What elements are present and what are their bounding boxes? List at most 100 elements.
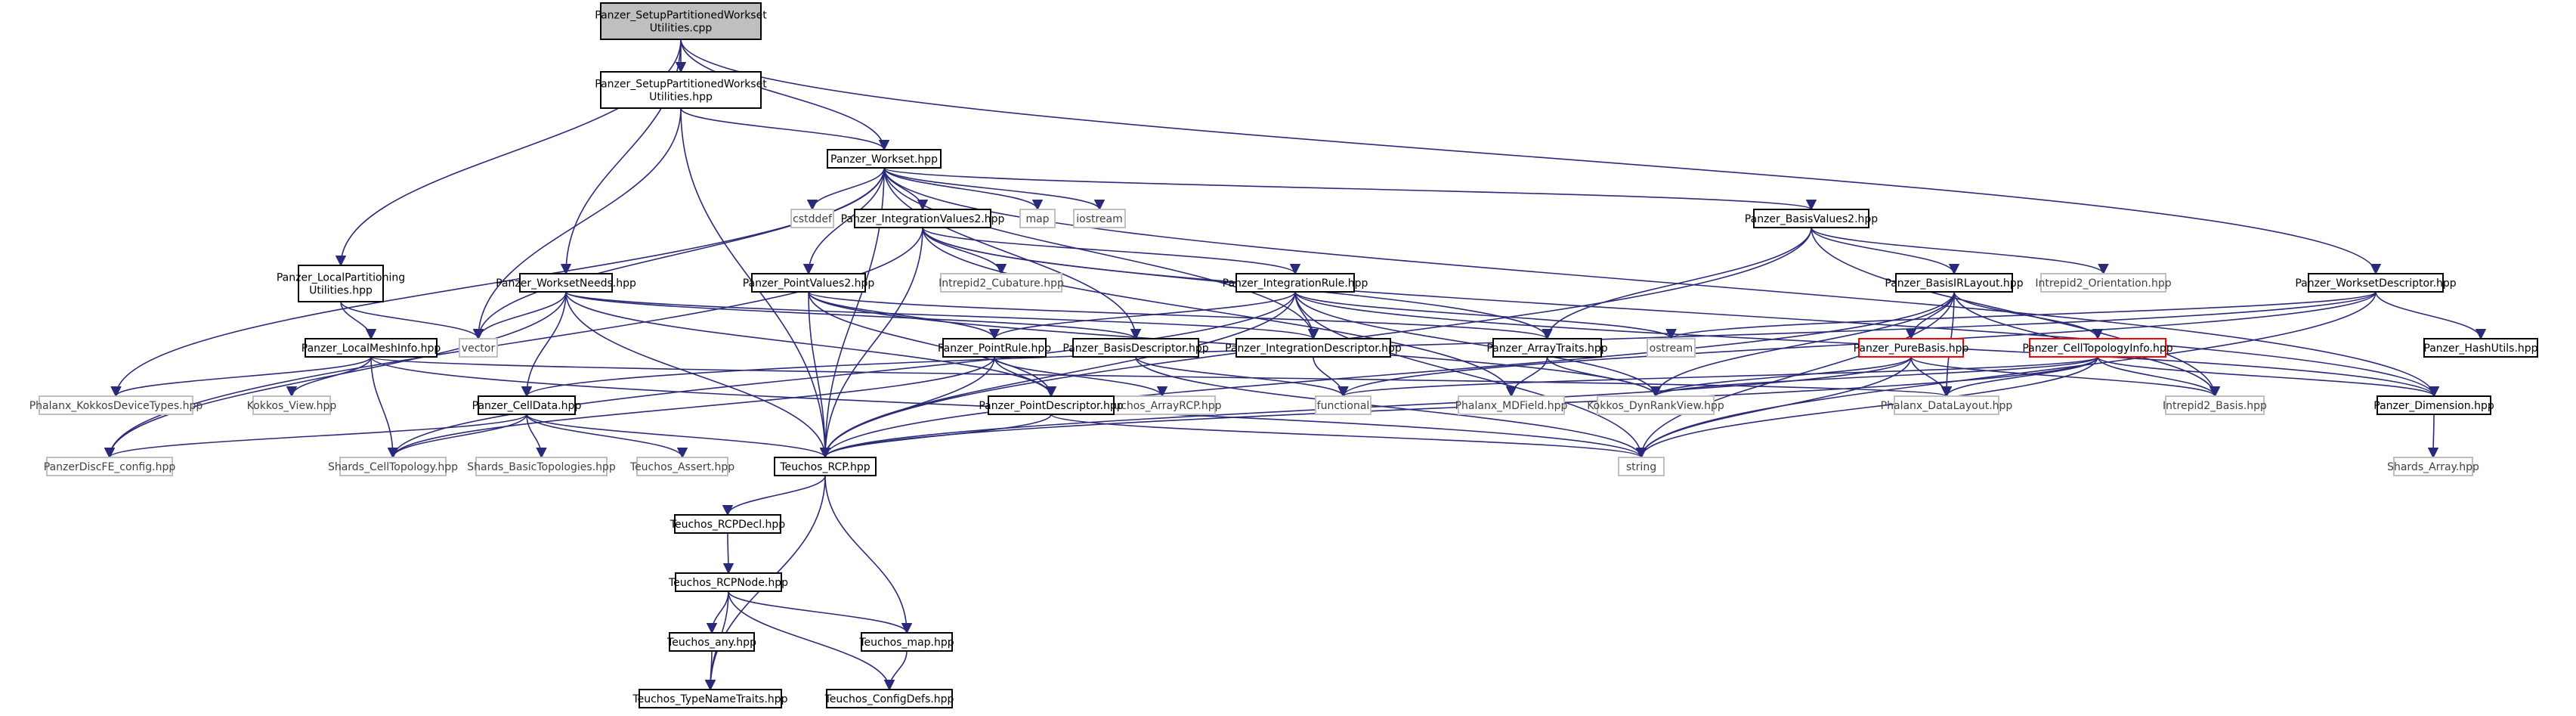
node-ctopo[interactable]: Panzer_CellTopologyInfo.hpp xyxy=(2022,338,2173,358)
node-shards_ct-box xyxy=(339,457,447,476)
edge-workset-to-kokkos_dev xyxy=(110,167,885,398)
edge-birlayout-to-rcp xyxy=(819,291,1955,459)
node-shards_arr[interactable]: Shards_Array.hpp xyxy=(2387,457,2479,476)
node-shards_bt-box xyxy=(475,457,608,476)
node-mdfield-label: Phalanx_MDField.hpp xyxy=(1455,400,1568,412)
node-workset[interactable]: Panzer_Workset.hpp xyxy=(827,149,942,169)
node-dlayout[interactable]: Phalanx_DataLayout.hpp xyxy=(1881,395,2013,415)
node-wneeds[interactable]: Panzer_WorksetNeeds.hpp xyxy=(496,273,636,293)
edge-spwu_hpp-to-vector xyxy=(472,107,682,340)
edge-dimension-to-shards_arr xyxy=(2427,414,2439,459)
edge-ivalues2-to-irule xyxy=(922,227,1300,275)
edge-wdesc-to-string xyxy=(1635,291,2377,459)
node-idesc[interactable]: Panzer_IntegrationDescriptor.hpp xyxy=(1225,338,1402,358)
node-irule-box xyxy=(1235,273,1355,293)
node-shards_ct-label: Shards_CellTopology.hpp xyxy=(328,461,458,473)
node-kokkos_dev-label: Phalanx_KokkosDeviceTypes.hpp xyxy=(29,400,203,412)
node-mdfield[interactable]: Phalanx_MDField.hpp xyxy=(1455,395,1568,415)
node-pvalues2[interactable]: Panzer_PointValues2.hpp xyxy=(743,273,875,293)
node-string[interactable]: string xyxy=(1618,457,1665,476)
node-wdesc[interactable]: Panzer_WorksetDescriptor.hpp xyxy=(2295,273,2457,293)
node-iostream[interactable]: iostream xyxy=(1073,209,1126,228)
node-orientation-label: Intrepid2_Orientation.hpp xyxy=(2035,277,2171,290)
node-functional-box xyxy=(1315,395,1371,415)
node-typename[interactable]: Teuchos_TypeNameTraits.hpp xyxy=(632,689,788,708)
node-kokkos_view[interactable]: Kokkos_View.hpp xyxy=(247,395,337,415)
node-typename-box xyxy=(639,689,782,708)
node-atraits[interactable]: Panzer_ArrayTraits.hpp xyxy=(1486,338,1608,358)
node-shards_ct[interactable]: Shards_CellTopology.hpp xyxy=(328,457,458,476)
node-ivalues2[interactable]: Panzer_IntegrationValues2.hpp xyxy=(841,209,1005,228)
node-ivalues2-box xyxy=(854,209,991,228)
node-celldata[interactable]: Panzer_CellData.hpp xyxy=(472,395,582,415)
edge-celldata-to-rcp xyxy=(526,414,830,459)
node-pvalues2-box xyxy=(751,273,866,293)
node-shards_bt[interactable]: Shards_BasicTopologies.hpp xyxy=(467,457,616,476)
node-tany[interactable]: Teuchos_any.hpp xyxy=(666,632,756,652)
edge-bvalues2-to-atraits xyxy=(1542,227,1812,340)
node-bdesc-label: Panzer_BasisDescriptor.hpp xyxy=(1062,343,1208,355)
node-dimension[interactable]: Panzer_Dimension.hpp xyxy=(2373,395,2494,415)
node-tassert[interactable]: Teuchos_Assert.hpp xyxy=(629,457,734,476)
node-cstddef[interactable]: cstddef xyxy=(790,209,834,228)
node-bdesc[interactable]: Panzer_BasisDescriptor.hpp xyxy=(1062,338,1209,358)
node-i2basis-box xyxy=(2165,395,2265,415)
node-mdfield-box xyxy=(1458,395,1565,415)
node-configdefs-box xyxy=(826,689,953,708)
node-kokkos_dev[interactable]: Phalanx_KokkosDeviceTypes.hpp xyxy=(29,395,203,415)
node-idesc-box xyxy=(1235,338,1391,358)
edge-rcp-to-tmap xyxy=(824,475,913,634)
node-discfe[interactable]: PanzerDiscFE_config.hpp xyxy=(44,457,176,476)
node-irule[interactable]: Panzer_IntegrationRule.hpp xyxy=(1223,273,1368,293)
edge-irule-to-string xyxy=(1294,291,1647,459)
node-cubature-box xyxy=(940,273,1062,293)
node-rcpnode[interactable]: Teuchos_RCPNode.hpp xyxy=(668,572,788,592)
edge-ctopo-to-dlayout xyxy=(1941,356,2098,398)
node-vector[interactable]: vector xyxy=(459,338,498,358)
edge-celldata-to-shards_ct xyxy=(387,414,527,459)
node-prule[interactable]: Panzer_PointRule.hpp xyxy=(938,338,1051,358)
edge-prule-to-rcp xyxy=(819,356,995,459)
node-root-label: Panzer_SetupPartitionedWorkset xyxy=(595,10,767,22)
edge-ctopo-to-string xyxy=(1635,356,2098,459)
edge-rcpnode-to-tany xyxy=(706,590,729,634)
node-rcp[interactable]: Teuchos_RCP.hpp xyxy=(774,457,877,476)
node-pvalues2-label: Panzer_PointValues2.hpp xyxy=(743,277,875,290)
edge-irule-to-prule xyxy=(988,291,1296,340)
node-iostream-box xyxy=(1073,209,1126,228)
node-dynrank-box xyxy=(1597,395,1715,415)
edge-purebasis-to-dynrank xyxy=(1650,356,1912,398)
node-cstddef-box xyxy=(790,209,834,228)
node-dynrank[interactable]: Kokkos_DynRankView.hpp xyxy=(1587,395,1724,415)
edge-prule-to-arcp xyxy=(994,356,1168,398)
node-birlayout-box xyxy=(1895,273,2013,293)
node-spwu_hpp[interactable]: Panzer_SetupPartitionedWorksetUtilities.… xyxy=(595,71,767,109)
node-i2basis[interactable]: Intrepid2_Basis.hpp xyxy=(2163,395,2267,415)
node-configdefs[interactable]: Teuchos_ConfigDefs.hpp xyxy=(824,689,954,708)
node-ostream[interactable]: ostream xyxy=(1647,338,1696,358)
node-kokkos_view-box xyxy=(252,395,331,415)
node-bvalues2[interactable]: Panzer_BasisValues2.hpp xyxy=(1745,209,1879,228)
node-rcpdecl[interactable]: Teuchos_RCPDecl.hpp xyxy=(670,514,786,534)
node-pdesc[interactable]: Panzer_PointDescriptor.hpp xyxy=(979,395,1124,415)
node-cubature[interactable]: Intrepid2_Cubature.hpp xyxy=(939,273,1064,293)
node-hashutils[interactable]: Panzer_HashUtils.hpp xyxy=(2423,338,2538,358)
node-birlayout[interactable]: Panzer_BasisIRLayout.hpp xyxy=(1885,273,2024,293)
edge-idesc-to-functional xyxy=(1313,356,1349,398)
node-pdesc-label: Panzer_PointDescriptor.hpp xyxy=(979,400,1123,412)
node-lmi[interactable]: Panzer_LocalMeshInfo.hpp xyxy=(302,338,441,358)
node-tmap[interactable]: Teuchos_map.hpp xyxy=(858,632,954,652)
node-orientation[interactable]: Intrepid2_Orientation.hpp xyxy=(2035,273,2172,293)
node-map[interactable]: map xyxy=(1019,209,1056,228)
edge-workset-to-iostream xyxy=(883,167,1106,211)
edge-irule-to-ostream xyxy=(1294,291,1677,340)
node-rcpdecl-label: Teuchos_RCPDecl.hpp xyxy=(670,519,786,531)
node-lmi-label: Panzer_LocalMeshInfo.hpp xyxy=(302,343,441,355)
node-functional[interactable]: functional xyxy=(1315,395,1371,415)
node-arcp[interactable]: Teuchos_ArrayRCP.hpp xyxy=(1102,395,1222,415)
node-purebasis[interactable]: Panzer_PureBasis.hpp xyxy=(1854,338,1969,358)
node-workset-label: Panzer_Workset.hpp xyxy=(830,153,938,166)
node-ostream-label: ostream xyxy=(1650,343,1693,355)
